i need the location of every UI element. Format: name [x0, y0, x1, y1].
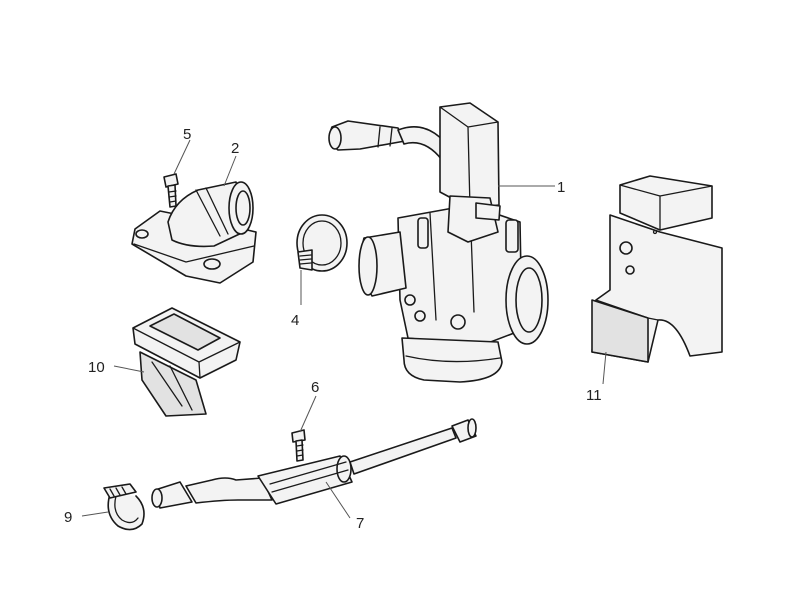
intake-pipe-part-7[interactable] [151, 418, 477, 509]
callout-7: 7 [356, 515, 364, 532]
callout-1: 1 [557, 179, 565, 196]
hose-clamp-part-4[interactable] [296, 214, 348, 272]
callout-9: 9 [64, 509, 72, 526]
callout-5: 5 [183, 126, 191, 143]
intake-manifold-part-2[interactable] [131, 181, 257, 284]
pipe-clamp-part-9[interactable] [103, 483, 145, 531]
reed-valve-part-10[interactable] [132, 307, 241, 417]
callout-11: 11 [586, 387, 602, 404]
callout-labels: 1 2 4 5 6 7 9 10 11 [64, 126, 602, 532]
callout-2: 2 [231, 140, 239, 157]
callout-4: 4 [291, 312, 299, 329]
leader-lines [81, 139, 607, 519]
callout-6: 6 [311, 379, 319, 396]
heat-shield-cover-part-11[interactable] [591, 175, 723, 363]
muffler-screw-part-6[interactable] [291, 429, 306, 462]
callout-10: 10 [88, 359, 105, 376]
carburetor-part-1[interactable] [328, 102, 549, 383]
manifold-screw-part-5[interactable] [163, 173, 179, 208]
